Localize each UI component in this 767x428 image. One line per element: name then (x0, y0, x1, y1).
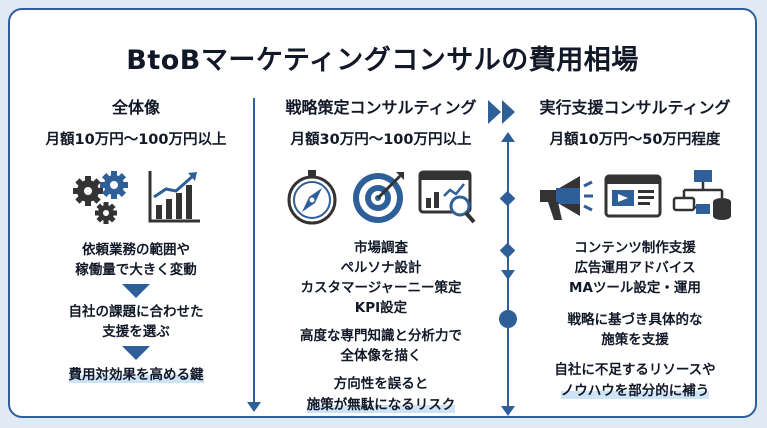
strategy-description: 高度な専門知識と分析力で 全体像を描く (272, 326, 490, 366)
arrow-down-icon (247, 402, 261, 412)
strategy-risk-line: 施策が無駄になるリスク (306, 397, 456, 413)
execution-service-item: MAツール設定・運用 (569, 280, 701, 296)
execution-description: 戦略に基づき具体的な 施策を支援 (530, 310, 740, 350)
overall-price: 月額10万円〜100万円以上 (45, 132, 227, 148)
overall-step-2: 自社の課題に合わせた 支援を選ぶ (26, 302, 246, 342)
execution-heading: 実行支援コンサルティング (539, 98, 731, 117)
overall-step-text: 依頼業務の範囲や (82, 242, 190, 258)
overall-icons (26, 168, 246, 230)
strategy-description-line: 高度な専門知識と分析力で (300, 328, 462, 344)
strategy-risk: 方向性を誤ると 施策が無駄になるリスク (272, 374, 490, 415)
target-icon (350, 168, 408, 230)
compass-icon (284, 168, 340, 230)
execution-icons (530, 168, 740, 230)
analytics-search-icon (418, 168, 478, 230)
execution-service-item: コンテンツ制作支援 (574, 240, 696, 256)
down-arrow-icon (122, 346, 150, 360)
execution-benefit-line: ノウハウを部分的に補う (560, 383, 710, 399)
arrow-up-icon (501, 132, 515, 142)
strategy-column: 戦略策定コンサルティング 月額30万円〜100万円以上 (272, 96, 490, 415)
gears-icon (68, 167, 134, 231)
divider-left (253, 98, 255, 404)
strategy-heading: 戦略策定コンサルティング (285, 98, 477, 117)
execution-description-line: 戦略に基づき具体的な (567, 312, 703, 328)
chevron-right-icon (502, 100, 515, 124)
strategy-services: 市場調査 ペルソナ設計 カスタマージャーニー策定 KPI設定 (272, 238, 490, 318)
overall-step-text: 支援を選ぶ (102, 324, 170, 340)
timeline-diamond (499, 242, 516, 259)
down-arrow-icon (122, 284, 150, 298)
strategy-service-item: KPI設定 (354, 300, 408, 316)
overall-conclusion: 費用対効果を高める鍵 (68, 367, 204, 383)
megaphone-icon (536, 168, 594, 230)
chevron-right-icon (488, 100, 501, 124)
strategy-price: 月額30万円〜100万円以上 (290, 132, 472, 148)
execution-benefit: 自社に不足するリソースや ノウハウを部分的に補う (530, 360, 740, 401)
overall-step-3: 費用対効果を高める鍵 (26, 364, 246, 385)
strategy-service-item: カスタマージャーニー策定 (300, 280, 462, 296)
infographic-card: BtoBマーケティングコンサルの費用相場 全体像 月額10万円〜100万円以上 (8, 8, 757, 418)
growth-chart-icon (144, 167, 204, 231)
execution-description-line: 施策を支援 (601, 332, 669, 348)
strategy-icons (272, 168, 490, 230)
execution-column: 実行支援コンサルティング 月額10万円〜50万円程度 (530, 96, 740, 401)
arrow-down-icon (501, 406, 515, 416)
web-ad-icon (604, 168, 662, 230)
page-title: BtoBマーケティングコンサルの費用相場 (126, 45, 639, 76)
strategy-description-line: 全体像を描く (340, 348, 422, 364)
overall-step-1: 依頼業務の範囲や 稼働量で大きく変動 (26, 240, 246, 280)
timeline-diamond (499, 190, 516, 207)
workflow-icon (672, 168, 734, 230)
strategy-service-item: ペルソナ設計 (340, 260, 422, 276)
overall-step-text: 稼働量で大きく変動 (75, 262, 197, 278)
execution-price: 月額10万円〜50万円程度 (549, 132, 721, 148)
timeline-arrow-icon (501, 270, 515, 280)
execution-service-item: 広告運用アドバイス (574, 260, 696, 276)
overall-step-text: 自社の課題に合わせた (68, 304, 204, 320)
execution-services: コンテンツ制作支援 広告運用アドバイス MAツール設定・運用 (530, 238, 740, 298)
execution-benefit-line: 自社に不足するリソースや (554, 362, 716, 378)
overall-heading: 全体像 (111, 98, 160, 117)
timeline-dot (499, 310, 517, 328)
strategy-service-item: 市場調査 (354, 240, 408, 256)
overall-column: 全体像 月額10万円〜100万円以上 (26, 96, 246, 385)
strategy-risk-line: 方向性を誤ると (333, 376, 429, 392)
